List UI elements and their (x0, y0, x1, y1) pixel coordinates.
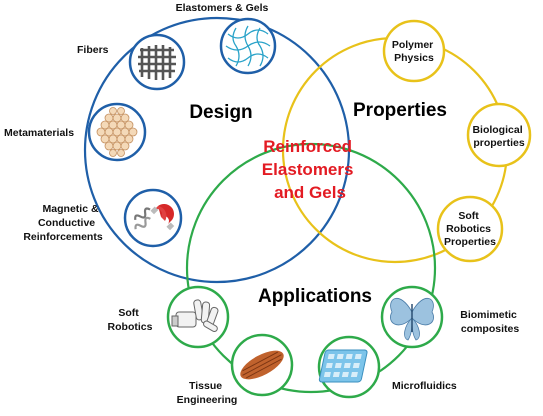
honeycomb-lattice-icon (96, 107, 138, 157)
fibers-label: Fibers (77, 44, 109, 56)
applications-title: Applications (258, 286, 372, 307)
design-title: Design (189, 102, 252, 123)
muscle-fiber-icon (240, 350, 284, 380)
magnet-spring-icon (134, 203, 175, 231)
robot-hand-icon (171, 299, 219, 332)
biomimetic-line-1: Biomimetic (460, 309, 517, 321)
tissue-engineering-line-1: Tissue (189, 380, 222, 392)
elastomers-gels-label: Elastomers & Gels (176, 2, 269, 14)
polymer-physics-label: Polymer Physics (392, 39, 436, 64)
center-title-line-1: Reinforced (263, 137, 352, 156)
microfluidic-chip-icon (318, 349, 368, 383)
soft-robotics-line-2: Robotics (108, 321, 153, 333)
soft-robotics-properties-line-1: Soft (458, 210, 479, 222)
center-title: Reinforced Elastomers and Gels (262, 137, 358, 202)
soft-robotics-label: Soft Robotics (108, 307, 153, 333)
metamaterials-label: Metamaterials (4, 127, 74, 139)
application-item-soft-robotics: Soft Robotics (108, 285, 230, 349)
soft-robotics-properties-label: Soft Robotics Properties (444, 210, 496, 248)
polymer-network-icon (225, 25, 271, 67)
biomimetic-label: Biomimetic composites (460, 309, 520, 335)
design-item-elastomers-gels: Elastomers & Gels (176, 2, 277, 75)
microfluidics-label: Microfluidics (392, 380, 457, 392)
biomimetic-line-2: composites (461, 323, 520, 335)
butterfly-icon (390, 298, 434, 341)
applications-ring (185, 142, 437, 394)
properties-item-biological: Biological properties (466, 102, 532, 168)
design-item-fibers: Fibers (77, 33, 186, 91)
properties-title: Properties (353, 100, 447, 121)
tissue-engineering-line-2: Engineering (177, 394, 238, 406)
polymer-physics-line-2: Physics (394, 52, 434, 64)
design-item-metamaterials: Metamaterials (4, 102, 147, 162)
properties-item-soft-robotics: Soft Robotics Properties (436, 195, 504, 263)
magnetic-label-line-1: Magnetic & (43, 203, 99, 215)
center-title-line-3: and Gels (274, 183, 346, 202)
properties-item-polymer-physics: Polymer Physics (382, 19, 446, 83)
tissue-engineering-label: Tissue Engineering (177, 380, 238, 406)
polymer-physics-line-1: Polymer (392, 39, 433, 51)
design-item-magnetic: Magnetic & Conductive Reinforcements (23, 188, 183, 248)
soft-robotics-properties-line-3: Properties (444, 236, 496, 248)
soft-robotics-properties-line-2: Robotics (446, 223, 491, 235)
fiber-mesh-icon (138, 45, 176, 80)
soft-robotics-line-1: Soft (118, 307, 139, 319)
biological-line-2: properties (473, 137, 525, 149)
biological-label: Biological properties (472, 124, 525, 149)
application-item-biomimetic: Biomimetic composites (380, 285, 520, 349)
magnetic-label: Magnetic & Conductive Reinforcements (23, 203, 103, 243)
application-item-microfluidics: Microfluidics (317, 335, 457, 399)
magnetic-label-line-2: Conductive (38, 217, 95, 229)
magnetic-label-line-3: Reinforcements (23, 231, 103, 243)
center-title-line-2: Elastomers (262, 160, 354, 179)
biological-line-1: Biological (472, 124, 522, 136)
application-item-tissue-engineering: Tissue Engineering (177, 333, 294, 406)
